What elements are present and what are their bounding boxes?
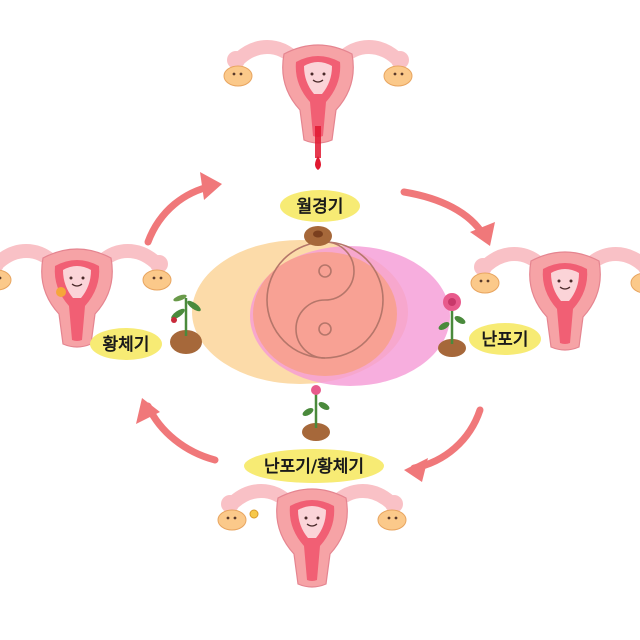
arrow-heads [136, 172, 495, 482]
uterus-bottom [218, 489, 406, 587]
label-ovulatory-text: 난포기/황체기 [264, 457, 364, 477]
corpus-luteum-icon [56, 287, 66, 297]
label-menstrual: 월경기 [280, 190, 360, 222]
label-luteal: 황체기 [90, 328, 162, 360]
arrowhead-top-left [200, 172, 222, 200]
seed-icon [304, 226, 332, 246]
arrow-top-left [144, 182, 216, 246]
label-follicular: 난포기 [469, 323, 541, 355]
arrow-bottom-left [144, 402, 219, 464]
label-follicular-text: 난포기 [482, 330, 529, 350]
fruit-plant-icon [170, 294, 202, 354]
bud-plant-icon [302, 385, 330, 441]
label-luteal-text: 황체기 [103, 335, 150, 355]
arrowhead-bottom-right [404, 458, 428, 482]
label-menstrual-text: 월경기 [297, 197, 344, 217]
flower-plant-icon [438, 293, 466, 357]
arrowhead-top-right [470, 222, 495, 246]
uterus-left [0, 249, 171, 347]
arrow-top-right [400, 188, 488, 240]
arrow-bottom-right [410, 406, 484, 472]
label-ovulatory: 난포기/황체기 [244, 449, 384, 483]
arrowhead-bottom-left [136, 398, 160, 424]
uterus-top [224, 45, 412, 170]
egg-icon [249, 509, 259, 519]
